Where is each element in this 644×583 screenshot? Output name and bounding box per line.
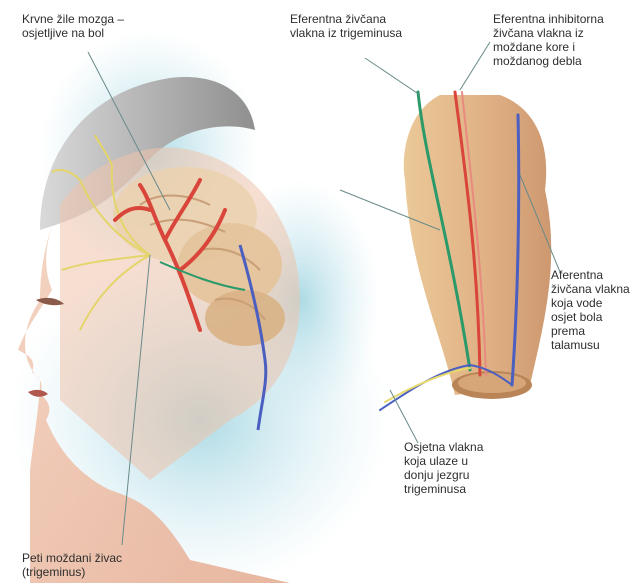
label-afferent-fibers: Aferentna živčana vlakna koja vode osjet… <box>551 268 630 352</box>
label-blood-vessels: Krvne žile mozga – osjetljive na bol <box>22 12 124 40</box>
label-trigeminal-nerve: Peti moždani živac (trigeminus) <box>22 551 122 579</box>
label-efferent-inhibitory: Eferentna inhibitorna živčana vlakna iz … <box>493 12 604 68</box>
label-sensory-fibers: Osjetna vlakna koja ulaze u donju jezgru… <box>404 440 483 496</box>
label-efferent-trigeminus: Eferentna živčana vlakna iz trigeminusa <box>290 12 402 40</box>
